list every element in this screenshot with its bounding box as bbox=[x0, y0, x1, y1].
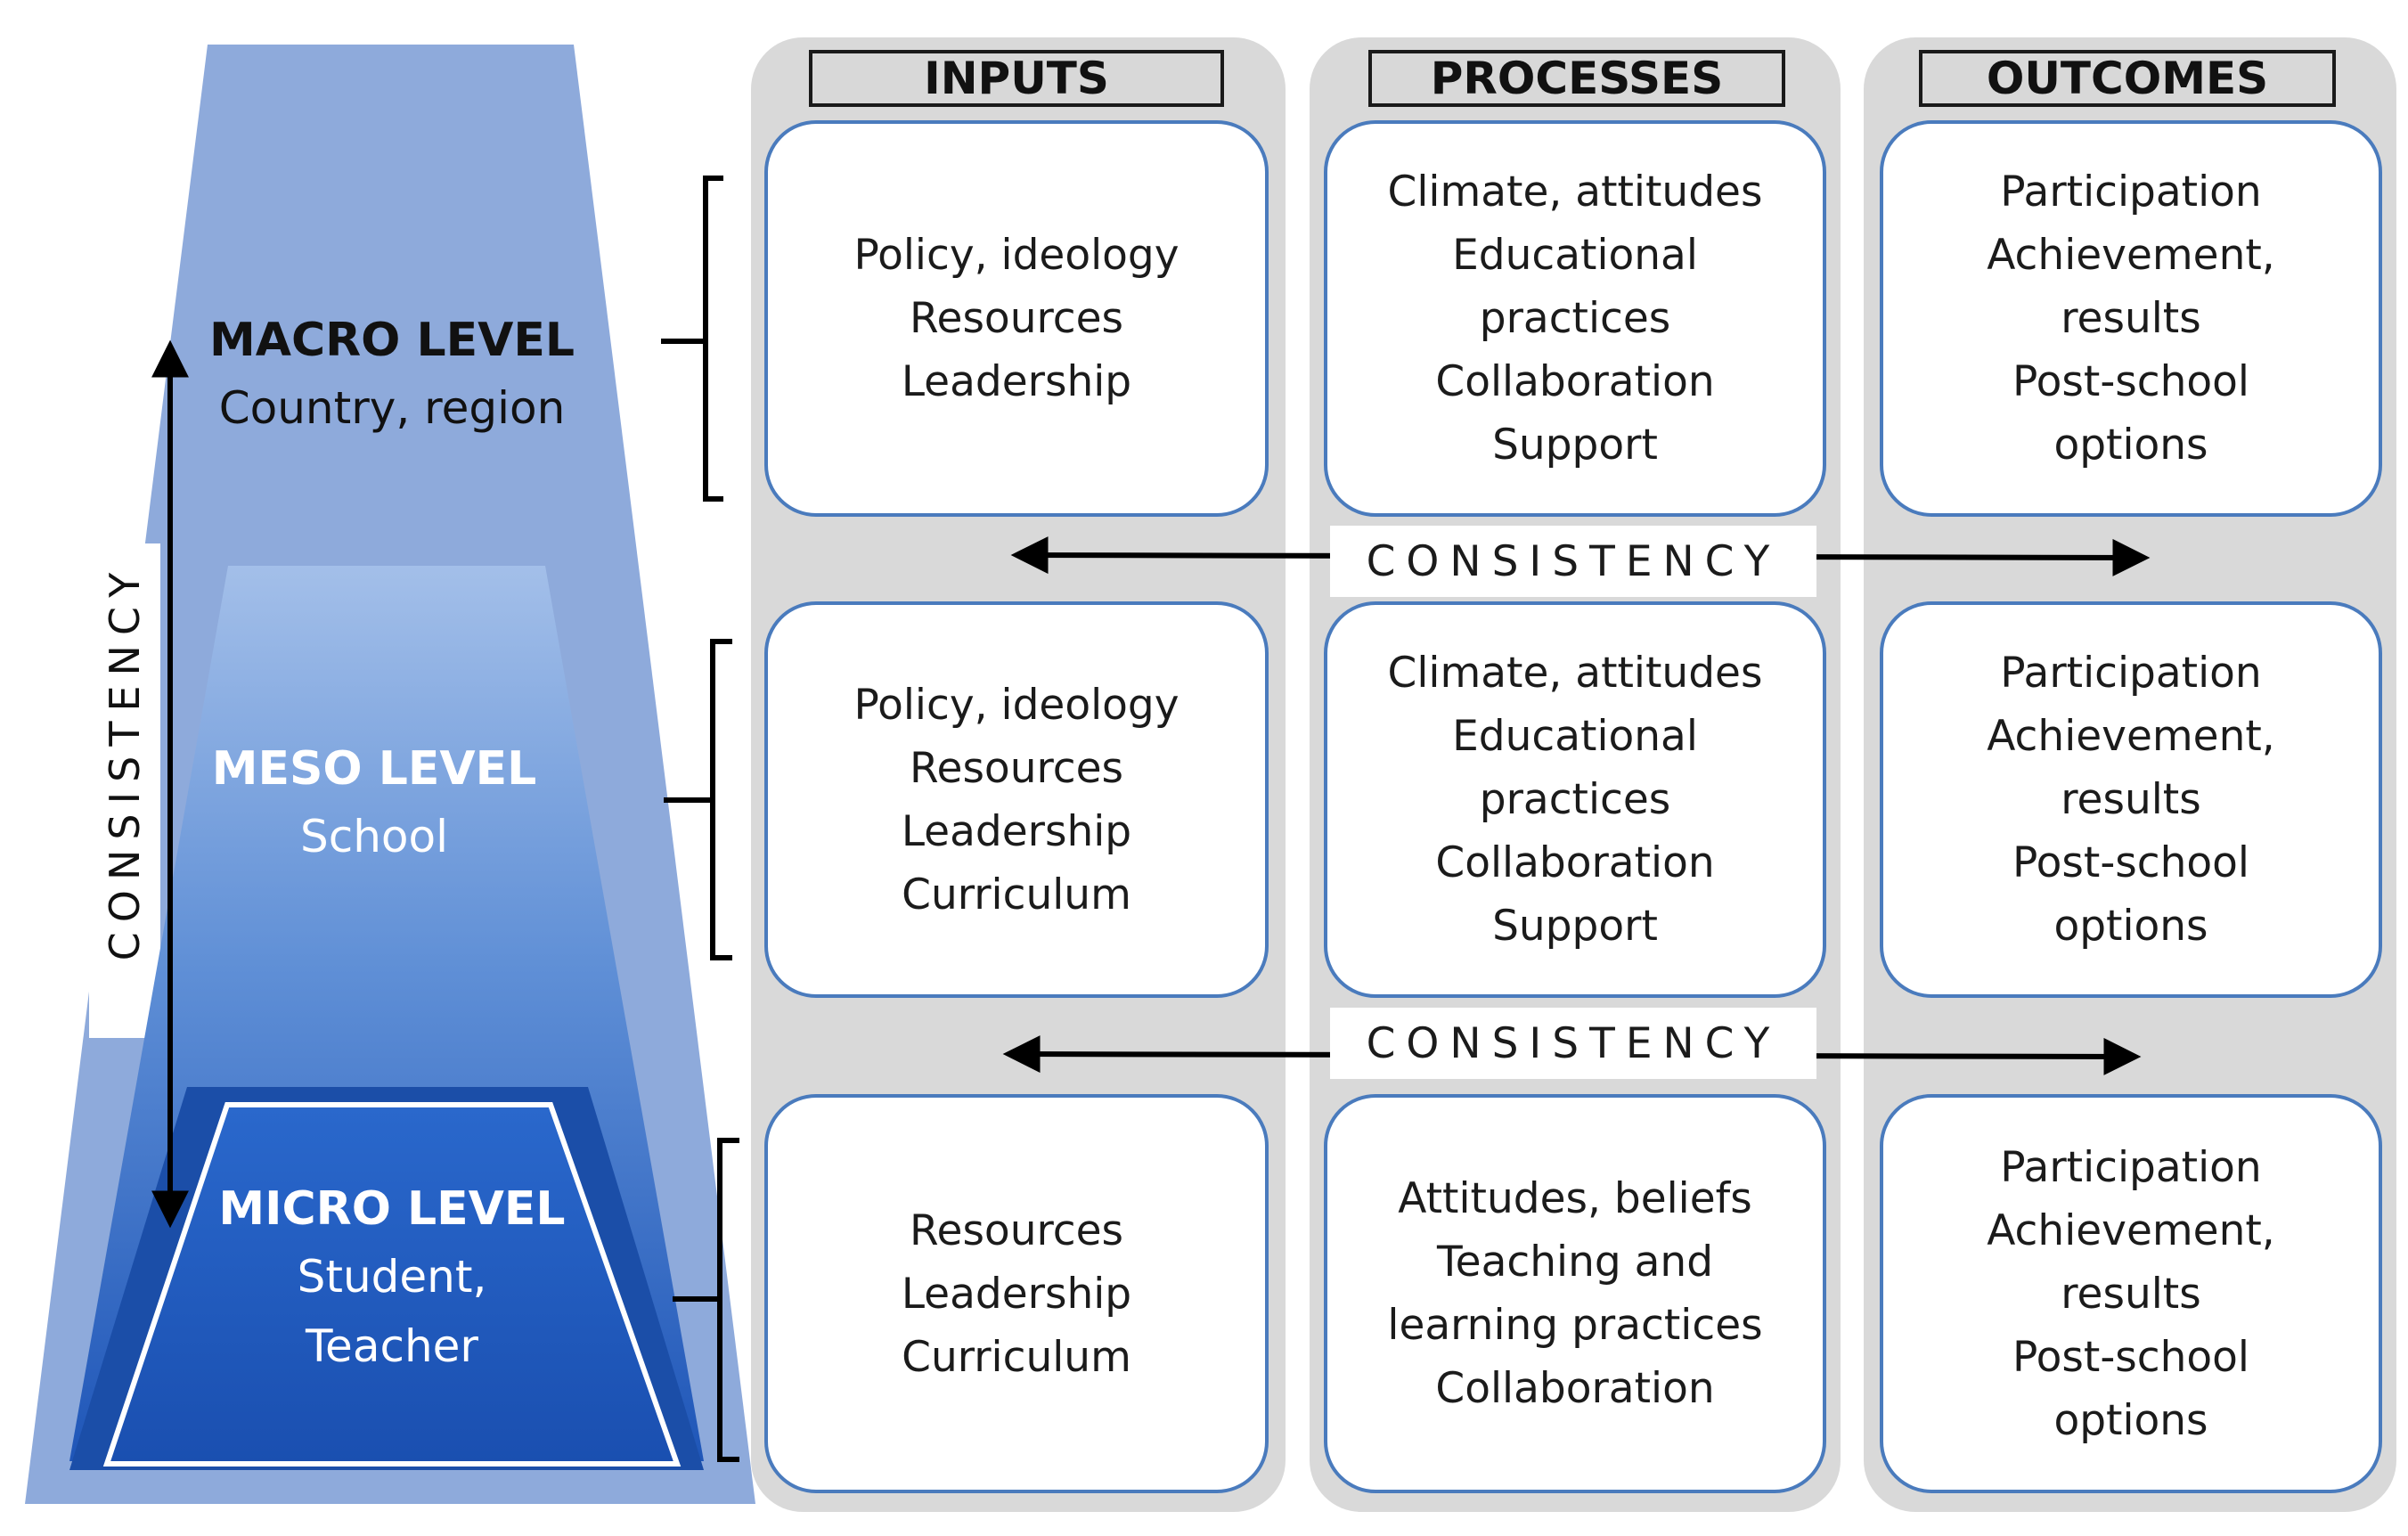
processes-header: PROCESSES bbox=[1368, 50, 1785, 107]
micro-level-description-line-2: Teacher bbox=[306, 1320, 478, 1372]
consistency-label-row-1: CONSISTENCY bbox=[1330, 526, 1816, 597]
meso-outcomes-box: Participation Achievement, results Post-… bbox=[1880, 601, 2382, 998]
cell-line: Teaching and bbox=[1436, 1238, 1714, 1287]
cell-line: Resources bbox=[909, 294, 1124, 343]
cell-line: Achievement, bbox=[1987, 231, 2275, 280]
cell-line: Policy, ideology bbox=[853, 680, 1180, 730]
cell-line: Leadership bbox=[901, 357, 1132, 406]
cell-line: Participation bbox=[2000, 167, 2262, 217]
cell-line: practices bbox=[1479, 294, 1671, 343]
cell-line: Resources bbox=[909, 743, 1124, 793]
micro-processes-box: Attitudes, beliefs Teaching and learning… bbox=[1324, 1094, 1826, 1493]
micro-level-title: MICRO LEVEL bbox=[218, 1182, 566, 1236]
cell-line: Climate, attitudes bbox=[1387, 649, 1763, 698]
cell-line: options bbox=[2053, 421, 2208, 470]
meso-level-label: MESO LEVEL School bbox=[151, 736, 597, 871]
cell-line: Post-school bbox=[2012, 357, 2249, 406]
macro-processes-box: Climate, attitudes Educational practices… bbox=[1324, 120, 1826, 517]
macro-bracket bbox=[661, 176, 723, 502]
cell-line: practices bbox=[1479, 775, 1671, 824]
cell-line: results bbox=[2061, 1269, 2201, 1319]
cell-line: Collaboration bbox=[1435, 357, 1715, 406]
consistency-label-vertical-text: CONSISTENCY bbox=[101, 562, 149, 961]
micro-outcomes-box: Participation Achievement, results Post-… bbox=[1880, 1094, 2382, 1493]
cell-line: Curriculum bbox=[902, 1332, 1131, 1382]
macro-level-description: Country, region bbox=[218, 382, 566, 434]
cell-line: Post-school bbox=[2012, 838, 2249, 887]
micro-level-label: MICRO LEVEL Student, Teacher bbox=[169, 1176, 615, 1381]
cell-line: Support bbox=[1492, 902, 1658, 951]
cell-line: Participation bbox=[2000, 649, 2262, 698]
cell-line: Educational bbox=[1452, 712, 1698, 761]
cell-line: Educational bbox=[1452, 231, 1698, 280]
micro-level-shape bbox=[102, 1102, 682, 1467]
inputs-header: INPUTS bbox=[809, 50, 1224, 107]
cell-line: learning practices bbox=[1387, 1301, 1763, 1350]
meso-bracket bbox=[664, 639, 732, 960]
cell-line: Attitudes, beliefs bbox=[1398, 1174, 1752, 1223]
meso-inputs-box: Policy, ideology Resources Leadership Cu… bbox=[764, 601, 1269, 998]
cell-line: options bbox=[2053, 902, 2208, 951]
macro-inputs-box: Policy, ideology Resources Leadership bbox=[764, 120, 1269, 517]
cell-line: Policy, ideology bbox=[853, 231, 1180, 280]
meso-processes-box: Climate, attitudes Educational practices… bbox=[1324, 601, 1826, 998]
cell-line: Participation bbox=[2000, 1142, 2262, 1192]
macro-outcomes-box: Participation Achievement, results Post-… bbox=[1880, 120, 2382, 517]
cell-line: Collaboration bbox=[1435, 1364, 1715, 1413]
cell-line: Resources bbox=[909, 1205, 1124, 1255]
cell-line: Collaboration bbox=[1435, 838, 1715, 887]
macro-level-title: MACRO LEVEL bbox=[208, 314, 575, 367]
macro-level-label: MACRO LEVEL Country, region bbox=[169, 307, 615, 443]
cell-line: Leadership bbox=[901, 806, 1132, 856]
cell-line: results bbox=[2061, 775, 2201, 824]
micro-level-description-line-1: Student, bbox=[297, 1251, 487, 1303]
consistency-label-background bbox=[89, 543, 160, 1038]
consistency-label-row-2: CONSISTENCY bbox=[1330, 1008, 1816, 1079]
meso-level-description: School bbox=[300, 811, 448, 862]
cell-line: options bbox=[2053, 1395, 2208, 1445]
cell-line: Post-school bbox=[2012, 1332, 2249, 1382]
meso-level-title: MESO LEVEL bbox=[211, 742, 537, 796]
outcomes-header: OUTCOMES bbox=[1919, 50, 2336, 107]
cell-line: Achievement, bbox=[1987, 1205, 2275, 1255]
cell-line: Leadership bbox=[901, 1269, 1132, 1319]
cell-line: Curriculum bbox=[902, 870, 1131, 919]
cell-line: results bbox=[2061, 294, 2201, 343]
micro-inputs-box: Resources Leadership Curriculum bbox=[764, 1094, 1269, 1493]
cell-line: Climate, attitudes bbox=[1387, 167, 1763, 217]
cell-line: Achievement, bbox=[1987, 712, 2275, 761]
cell-line: Support bbox=[1492, 421, 1658, 470]
micro-bracket bbox=[673, 1138, 739, 1462]
